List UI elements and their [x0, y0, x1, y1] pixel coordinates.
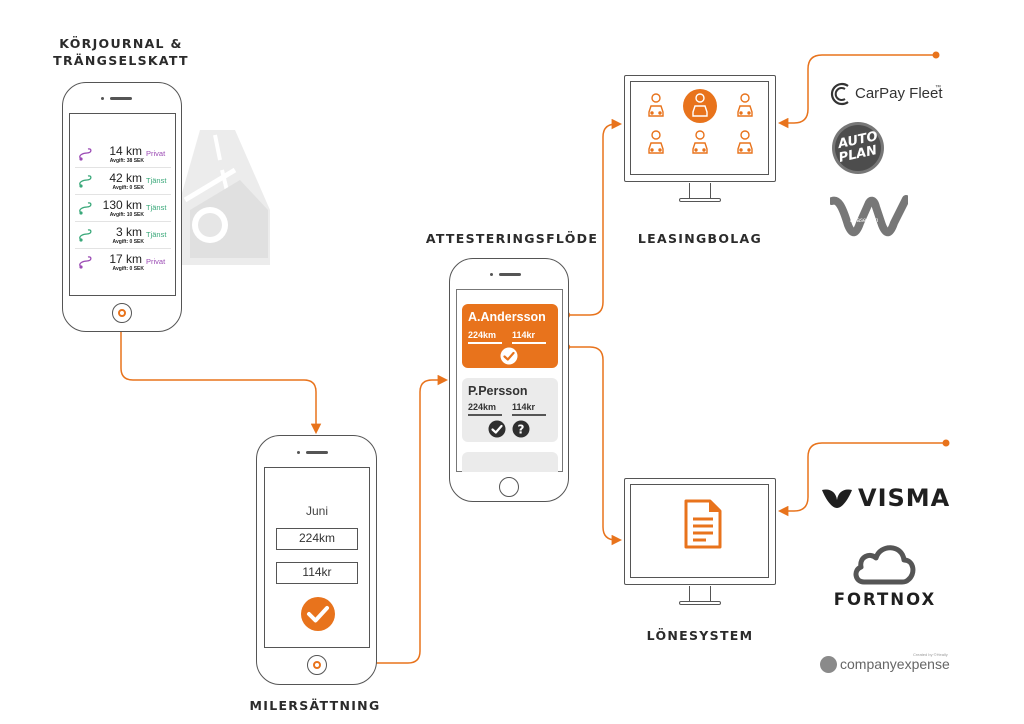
- trip-distance: 17 km: [109, 252, 142, 266]
- trip-fee: Avgift: 0 SEK: [112, 239, 144, 245]
- trip-distance: 3 km: [115, 225, 142, 239]
- carpay-fleet-logo: CarPay Fleet ™: [830, 82, 950, 108]
- connector-mileage-to-approval: [318, 374, 449, 664]
- trip-type: Tjänst: [146, 203, 167, 212]
- fleet-grid: [648, 89, 753, 154]
- companyexpense-logo: Created by ©Heally companyexpense: [820, 652, 955, 676]
- monitor-leasingbolag: [624, 75, 776, 202]
- trip-fee: Avgift: 38 SEK: [109, 158, 144, 164]
- visma-logo: VISMA: [820, 484, 950, 514]
- leaseplan-logo: LeasePlan: [830, 195, 908, 239]
- trip-list: 14 km Avgift: 38 SEK Privat 42 km Avgift…: [69, 113, 176, 296]
- mileage-screen: Juni 224km 114kr: [264, 467, 370, 648]
- fortnox-text: FORTNOX: [833, 590, 937, 609]
- route-icon: [79, 202, 92, 215]
- route-icon: [79, 148, 92, 161]
- trip-fee: Avgift: 0 SEK: [112, 266, 144, 272]
- autoplan-logo: AUTO PLAN: [832, 122, 884, 174]
- car-location-icon: [648, 130, 664, 154]
- approved-check-icon[interactable]: [500, 347, 518, 365]
- leaseplan-text: LeasePlan: [850, 218, 879, 224]
- approval-card-approved[interactable]: A.Andersson 224km 114kr: [462, 304, 558, 368]
- companyexpense-mark-icon: [820, 656, 837, 673]
- home-button[interactable]: [112, 303, 132, 323]
- visma-mark-icon: [822, 489, 852, 508]
- connector-payroll-partners: [777, 442, 946, 517]
- card-distance: 224km: [468, 330, 497, 340]
- phone-korjournal: 14 km Avgift: 38 SEK Privat 42 km Avgift…: [62, 82, 182, 332]
- list-item[interactable]: 3 km Avgift: 0 SEK Tjänst: [70, 224, 176, 246]
- companyexpense-text: companyexpense: [840, 656, 950, 672]
- svg-text:?: ?: [518, 423, 525, 437]
- connector-journal-to-mileage: [120, 312, 322, 435]
- distance-field[interactable]: 224km: [276, 528, 358, 550]
- route-icon: [79, 229, 92, 242]
- carpay-c-icon: [830, 82, 849, 106]
- section-title-lonesystem: LÖNESYSTEM: [646, 628, 754, 643]
- connector-leasing-partners: [777, 54, 936, 129]
- road-car-illustration: [180, 130, 270, 265]
- month-label: Juni: [305, 504, 328, 518]
- car-location-icon: [737, 130, 753, 154]
- home-button[interactable]: [499, 477, 519, 497]
- monitor-lonesystem: [624, 478, 776, 605]
- section-title-korjournal: KÖRJOURNAL & TRÄNGSELSKATT: [53, 36, 189, 68]
- fortnox-logo: FORTNOX: [818, 540, 952, 610]
- list-item[interactable]: 42 km Avgift: 0 SEK Tjänst: [70, 170, 176, 192]
- phone-attestering: A.Andersson 224km 114kr P.Persson 224km …: [449, 258, 569, 502]
- check-circle-icon[interactable]: [300, 596, 336, 632]
- cloud-icon: [853, 545, 916, 585]
- employee-name: A.Andersson: [468, 310, 546, 324]
- approve-check-icon[interactable]: [488, 420, 506, 438]
- car-location-icon: [648, 93, 664, 117]
- car-location-icon-selected: [683, 89, 717, 123]
- card-amount: 114kr: [512, 330, 536, 340]
- list-item[interactable]: 130 km Avgift: 10 SEK Tjänst: [70, 197, 176, 219]
- route-icon: [79, 175, 92, 188]
- trip-type: Privat: [146, 149, 166, 158]
- employee-name: P.Persson: [468, 384, 528, 398]
- card-amount: 114kr: [512, 402, 536, 412]
- list-item[interactable]: 14 km Avgift: 38 SEK Privat: [70, 143, 176, 165]
- car-location-icon: [737, 93, 753, 117]
- trip-distance: 14 km: [109, 144, 142, 158]
- trip-fee: Avgift: 10 SEK: [109, 212, 144, 218]
- trip-type: Privat: [146, 257, 166, 266]
- connector-approval-to-payroll: [567, 346, 623, 546]
- approval-card-placeholder: [462, 452, 558, 472]
- connector-approval-to-leasing: [567, 118, 623, 316]
- section-title-milersattning: MILERSÄTTNING: [249, 698, 381, 713]
- card-distance: 224km: [468, 402, 497, 412]
- amount-field[interactable]: 114kr: [276, 562, 358, 584]
- trip-type: Tjänst: [146, 176, 167, 185]
- carpay-text: CarPay Fleet: [855, 85, 943, 102]
- section-title-leasingbolag: LEASINGBOLAG: [637, 231, 763, 246]
- companyexpense-small-text: Created by ©Heally: [913, 652, 948, 657]
- list-item[interactable]: 17 km Avgift: 0 SEK Privat: [70, 251, 176, 273]
- visma-text: VISMA: [858, 484, 951, 512]
- section-title-attestering: ATTESTERINGSFLÖDE: [425, 231, 599, 246]
- trip-fee: Avgift: 0 SEK: [112, 185, 144, 191]
- trip-distance: 42 km: [109, 171, 142, 185]
- route-icon: [79, 256, 92, 269]
- carpay-tm: ™: [935, 85, 941, 91]
- document-icon: [684, 499, 722, 549]
- leaseplan-w-icon: [830, 195, 908, 237]
- car-location-icon: [692, 130, 708, 154]
- approval-card-pending[interactable]: P.Persson 224km 114kr ?: [462, 378, 558, 442]
- trip-distance: 130 km: [102, 198, 142, 212]
- trip-type: Tjänst: [146, 230, 167, 239]
- approval-list: A.Andersson 224km 114kr P.Persson 224km …: [456, 289, 563, 472]
- phone-milersattning: Juni 224km 114kr: [256, 435, 377, 685]
- question-icon[interactable]: ?: [512, 420, 530, 438]
- home-button[interactable]: [307, 655, 327, 675]
